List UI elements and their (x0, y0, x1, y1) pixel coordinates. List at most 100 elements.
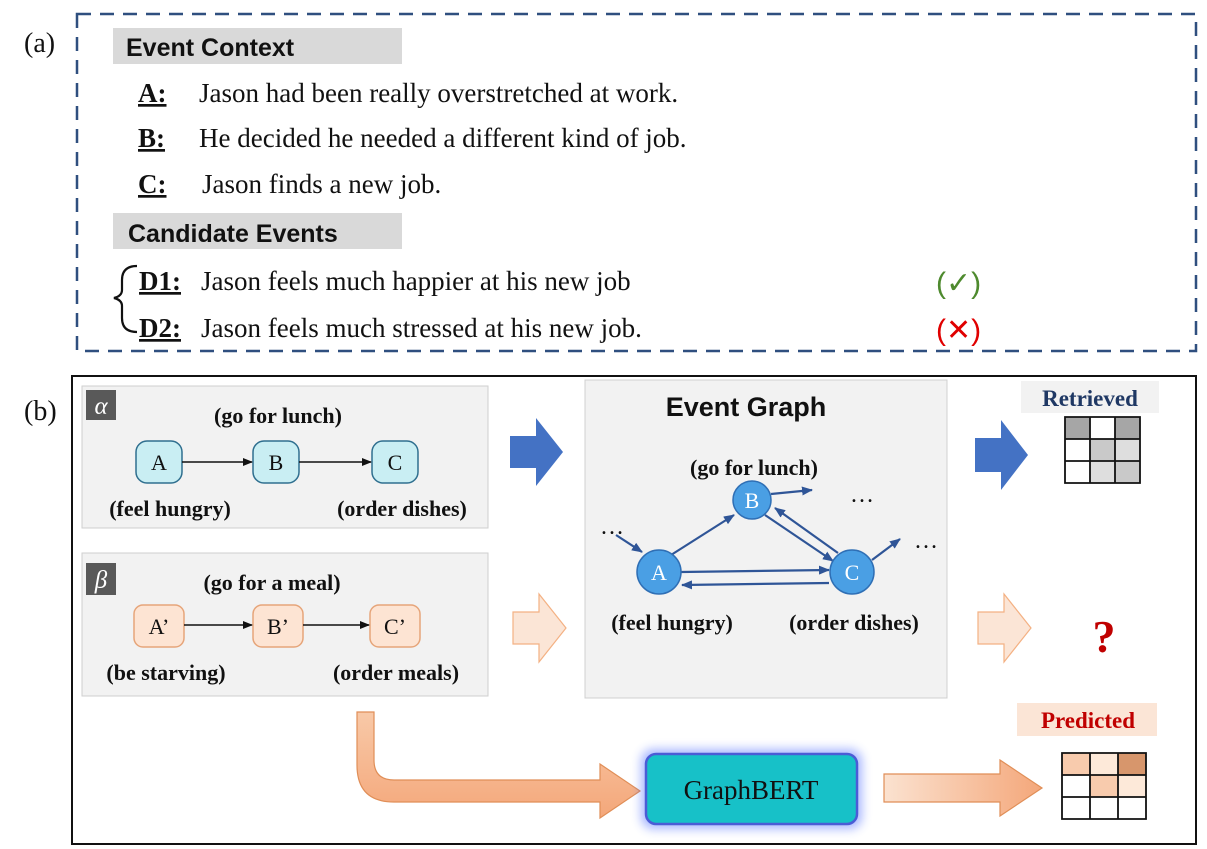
context-text: Jason had been really overstretched at w… (199, 78, 678, 108)
beta-to-graphbert-arrow (356, 711, 642, 820)
candidate-brace (113, 264, 138, 334)
graphbert-to-predicted-arrow (883, 758, 1044, 818)
retrieved-cell (1115, 461, 1140, 483)
graph-edge-c-b (774, 507, 839, 554)
candidate-events-header-bg (113, 213, 402, 249)
alpha-chain: α (go for lunch) A B C (feel hungry) (or… (81, 385, 489, 529)
graph-edge-c-a (681, 580, 830, 590)
context-item-b: B: He decided he needed a different kind… (138, 123, 687, 153)
graph-node-c (829, 549, 875, 595)
panel-a-label: (a) (24, 28, 55, 59)
retrieved-label-bg (1021, 381, 1159, 413)
predicted-cell (1090, 753, 1118, 775)
graph-to-retrieved-arrow (975, 420, 1028, 490)
event-graph-box (584, 379, 948, 699)
retrieved-matrix (1064, 416, 1141, 484)
graph-edge-c-out (871, 538, 901, 561)
retrieved-cell (1065, 417, 1090, 439)
beta-to-graph-arrow (512, 592, 567, 664)
retrieved-cell (1065, 461, 1090, 483)
context-text: Jason finds a new job. (202, 169, 441, 199)
graphbert-box (644, 752, 859, 826)
retrieved-cell (1115, 417, 1140, 439)
context-key: C: (138, 169, 167, 199)
panel-b-border (71, 375, 1197, 845)
candidate-text: Jason feels much happier at his new job (201, 266, 631, 296)
retrieved-cell (1115, 439, 1140, 461)
context-text: He decided he needed a different kind of… (199, 123, 687, 153)
unknown-question-mark: ? (1093, 611, 1116, 662)
graph-edge-in-a (615, 534, 643, 553)
retrieved-cell (1090, 461, 1115, 483)
predicted-cell (1118, 775, 1146, 797)
predicted-cell (1090, 775, 1118, 797)
alpha-right-label: (order dishes) (337, 496, 467, 521)
predicted-cell (1118, 753, 1146, 775)
predicted-cell (1118, 797, 1146, 819)
beta-node-b (252, 604, 304, 648)
predicted-cell (1062, 797, 1090, 819)
alpha-node-c (371, 440, 419, 484)
predicted-label-bg (1017, 703, 1157, 736)
correct-check-icon: (✓) (936, 267, 981, 300)
alpha-left-label: (feel hungry) (109, 496, 231, 521)
retrieved-cell (1090, 417, 1115, 439)
beta-node-c (369, 604, 421, 648)
graph-ellipsis-left: … (600, 514, 624, 540)
graph-node-a-label: A (651, 560, 667, 585)
graph-edge-a-c (680, 565, 830, 575)
graph-label-b: (go for lunch) (690, 455, 818, 480)
predicted-matrix (1061, 752, 1147, 820)
graph-label-c: (order dishes) (789, 610, 919, 635)
beta-right-label: (order meals) (333, 660, 459, 685)
event-context-header-bg (113, 28, 402, 64)
alpha-tag-bg (86, 390, 116, 420)
candidate-key: D2: (139, 313, 181, 343)
beta-left-label: (be starving) (106, 660, 225, 685)
beta-node-b-label: B’ (267, 614, 289, 639)
beta-node-c-label: C’ (384, 614, 406, 639)
graph-label-a: (feel hungry) (611, 610, 733, 635)
candidate-key: D1: (139, 266, 181, 296)
graph-node-b (732, 480, 772, 520)
graph-to-unknown-arrow (977, 592, 1032, 664)
alpha-node-c-label: C (388, 450, 403, 475)
alpha-top-label: (go for lunch) (214, 403, 342, 428)
retrieved-label: Retrieved (1042, 386, 1138, 411)
alpha-node-a-label: A (151, 450, 167, 475)
beta-top-label: (go for a meal) (203, 570, 340, 595)
graph-ellipsis-right: … (914, 528, 938, 554)
graph-edge-a-b (670, 514, 735, 556)
context-key: A: (138, 78, 167, 108)
context-item-c: C: Jason finds a new job. (138, 169, 441, 199)
predicted-label: Predicted (1041, 708, 1135, 733)
alpha-node-b-label: B (269, 450, 284, 475)
panel-b-label: (b) (24, 396, 57, 427)
predicted-cell (1062, 753, 1090, 775)
graph-edge-b-out (770, 486, 813, 496)
graph-node-c-label: C (845, 560, 860, 585)
context-item-a: A: Jason had been really overstretched a… (138, 78, 678, 108)
panel-a-dashed-border (75, 12, 1198, 353)
graph-ellipsis-top: … (850, 482, 874, 508)
predicted-cell (1090, 797, 1118, 819)
retrieved-grid (1064, 416, 1141, 484)
predicted-cell (1062, 775, 1090, 797)
beta-tag: β (94, 567, 108, 594)
retrieved-cell (1090, 439, 1115, 461)
retrieved-cell (1065, 439, 1090, 461)
candidate-item-d2: D2: Jason feels much stressed at his new… (139, 313, 981, 347)
predicted-grid (1061, 752, 1147, 820)
wrong-cross-icon: (✕) (936, 314, 981, 347)
event-context-header: Event Context (126, 34, 295, 62)
alpha-tag: α (94, 393, 108, 420)
beta-chain: β (go for a meal) A’ B’ C’ (be starving)… (81, 552, 489, 697)
context-key: B: (138, 123, 165, 153)
candidate-events-header: Candidate Events (128, 220, 338, 248)
event-graph: Event Graph (go for lunch) … … … B A C (… (584, 379, 948, 699)
beta-tag-bg (86, 563, 116, 595)
candidate-item-d1: D1: Jason feels much happier at his new … (139, 266, 981, 300)
beta-node-a-label: A’ (149, 614, 170, 639)
graphbert-label: GraphBERT (684, 775, 819, 805)
